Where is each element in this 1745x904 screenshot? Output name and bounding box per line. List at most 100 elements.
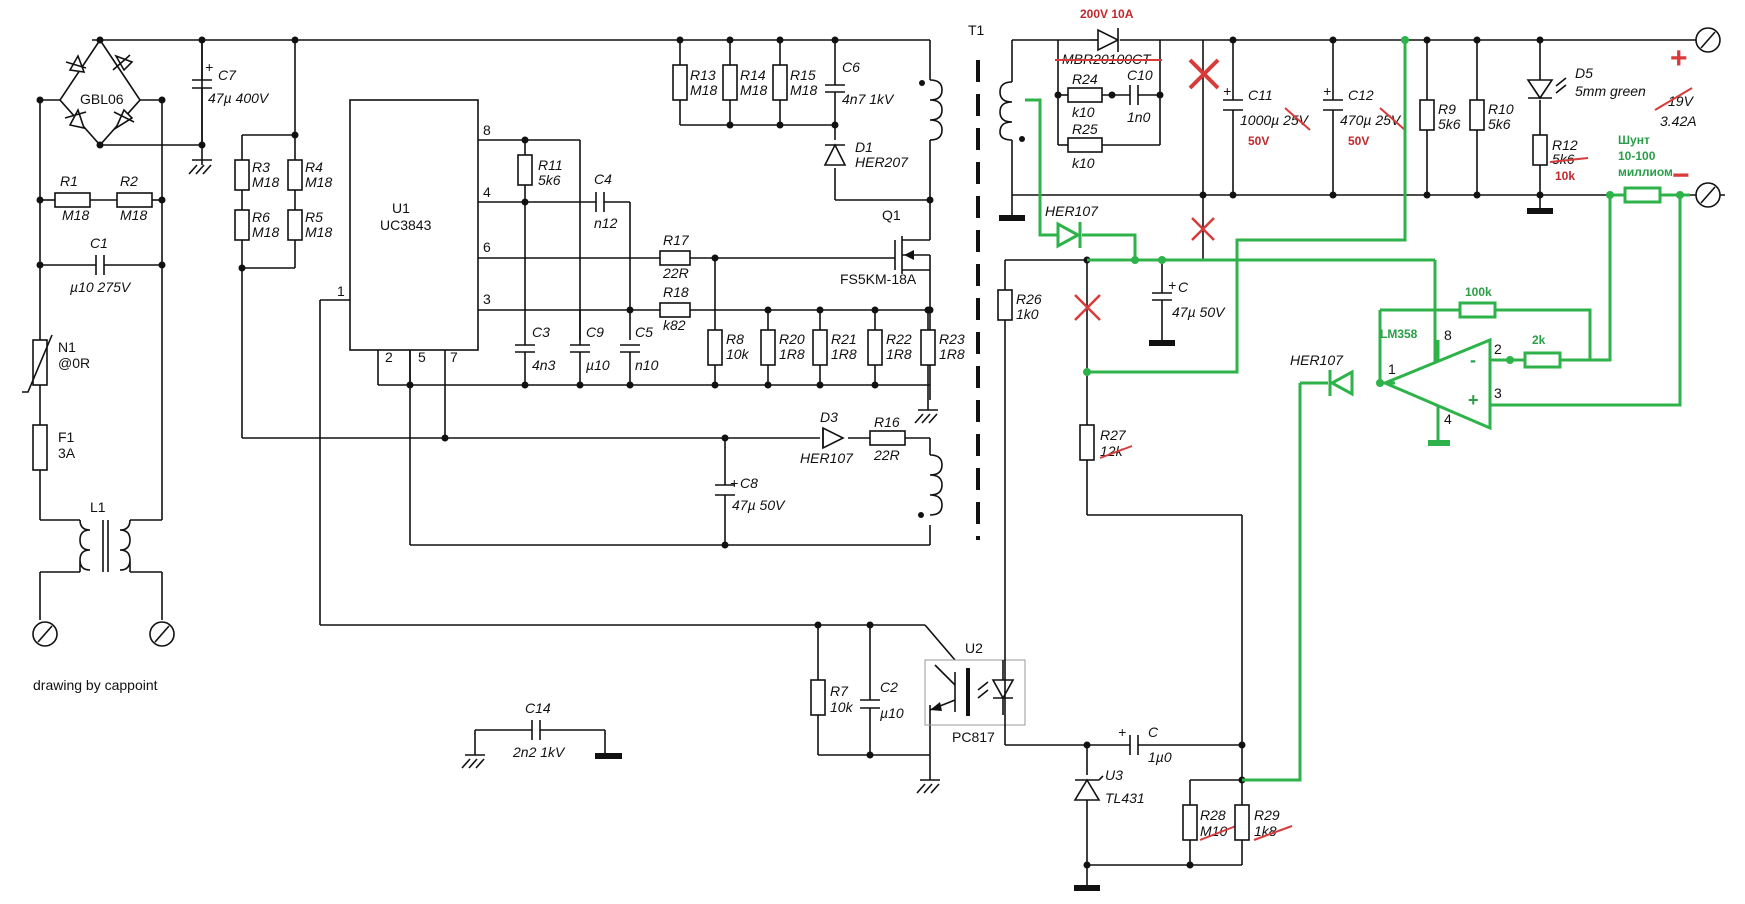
svg-text:+: + bbox=[1323, 83, 1331, 99]
u3-name: U3 bbox=[1105, 767, 1123, 783]
r22-value: 1R8 bbox=[886, 346, 912, 362]
r18-value: k82 bbox=[663, 317, 686, 333]
r27-name: R27 bbox=[1100, 427, 1127, 443]
r5-resistor: R5 M18 bbox=[287, 209, 332, 241]
ac-terminal-left[interactable] bbox=[32, 621, 58, 647]
r2-value: M18 bbox=[120, 207, 147, 223]
c11-value: 1000µ 25V bbox=[1240, 112, 1310, 128]
r18-name: R18 bbox=[663, 284, 689, 300]
r11-resistor: R11 5k6 bbox=[517, 154, 563, 188]
svg-text:+: + bbox=[730, 475, 738, 491]
r2-name: R2 bbox=[120, 173, 138, 189]
u1-pin-6: 6 bbox=[483, 239, 491, 255]
r10-resistor: R10 5k6 bbox=[1469, 99, 1514, 132]
green-junctions bbox=[1083, 36, 1684, 387]
c12-new-value: 50V bbox=[1348, 134, 1369, 148]
c6-name: C6 bbox=[842, 59, 860, 75]
r9-resistor: R9 5k6 bbox=[1419, 99, 1461, 132]
u1-name: U1 bbox=[392, 200, 410, 216]
ac-terminal-right[interactable] bbox=[149, 621, 175, 647]
d5-led: D5 5mm green bbox=[1526, 65, 1646, 100]
c8-name: C8 bbox=[740, 475, 758, 491]
u2-value: PC817 bbox=[952, 729, 995, 745]
c4-value: n12 bbox=[594, 215, 618, 231]
r16-name: R16 bbox=[874, 414, 900, 430]
r24-name: R24 bbox=[1072, 71, 1098, 87]
r22-name: R22 bbox=[886, 331, 912, 347]
r1-value: M18 bbox=[62, 207, 89, 223]
n1-name: N1 bbox=[58, 339, 76, 355]
r8-value: 10k bbox=[726, 346, 750, 362]
d1-diode: D1 HER207 bbox=[823, 139, 909, 170]
r12-value: 5k6 bbox=[1552, 151, 1575, 167]
r26-name: R26 bbox=[1016, 291, 1042, 307]
c-aux-name: C bbox=[1178, 279, 1189, 295]
q1-mosfet: Q1 FS5KM-18A bbox=[840, 207, 931, 287]
c4-name: C4 bbox=[594, 171, 612, 187]
green-modification-wires bbox=[1025, 40, 1690, 782]
r8-resistor: R8 10k bbox=[707, 329, 750, 366]
r24-resistor: R24 k10 bbox=[1067, 71, 1103, 120]
n1-value: @0R bbox=[58, 355, 90, 371]
r6-name: R6 bbox=[252, 209, 270, 225]
c4-capacitor: C4 n12 bbox=[594, 171, 618, 231]
primary-junctions bbox=[36, 36, 934, 759]
her107-b-value: HER107 bbox=[1290, 352, 1344, 368]
d3-value: HER107 bbox=[800, 450, 854, 466]
c14-name: C14 bbox=[525, 700, 551, 716]
f1-value: 3A bbox=[58, 445, 76, 461]
r3-name: R3 bbox=[252, 159, 270, 175]
output-current: 3.42A bbox=[1660, 113, 1697, 129]
r20-value: 1R8 bbox=[779, 346, 805, 362]
r9-value: 5k6 bbox=[1438, 116, 1461, 132]
r25-resistor: R25 k10 bbox=[1067, 121, 1103, 171]
lm358-pin-2: 2 bbox=[1494, 341, 1502, 357]
r100k-value: 100k bbox=[1465, 285, 1492, 299]
output-terminal-minus[interactable] bbox=[1695, 182, 1721, 208]
d1-value: HER207 bbox=[855, 154, 909, 170]
c3-capacitor: C3 4n3 bbox=[515, 324, 556, 373]
r10-name: R10 bbox=[1488, 101, 1514, 117]
t1-aux-winding bbox=[918, 454, 943, 518]
c8-value: 47µ 50V bbox=[732, 497, 786, 513]
her107-a-value: HER107 bbox=[1045, 203, 1099, 219]
r3-resistor: R3 M18 bbox=[234, 159, 279, 191]
d3-diode: D3 HER107 bbox=[800, 409, 854, 466]
removed-marker-1 bbox=[1188, 58, 1220, 90]
r21-resistor: R21 1R8 bbox=[812, 329, 857, 366]
q1-value: FS5KM-18A bbox=[840, 271, 917, 287]
c1-capacitor: C1 µ10 275V bbox=[70, 235, 132, 295]
c5-name: C5 bbox=[635, 324, 653, 340]
r6-resistor: R6 M18 bbox=[234, 209, 279, 241]
plus-symbol: + bbox=[1670, 42, 1688, 75]
r10-value: 5k6 bbox=[1488, 116, 1511, 132]
c10-value: 1n0 bbox=[1127, 109, 1151, 125]
r28-value: M10 bbox=[1200, 823, 1227, 839]
c11-name: C11 bbox=[1248, 87, 1273, 103]
c3-name: C3 bbox=[532, 324, 550, 340]
shunt-line1: Шунт bbox=[1618, 133, 1650, 147]
d5-value: 5mm green bbox=[1575, 83, 1646, 99]
shunt-line3: миллиом bbox=[1618, 165, 1673, 179]
r27-resistor: R27 12k bbox=[1079, 424, 1133, 461]
r29-value: 1k8 bbox=[1254, 823, 1277, 839]
r29-resistor: R29 1k8 bbox=[1234, 804, 1293, 841]
r15-value: M18 bbox=[790, 82, 817, 98]
r4-value: M18 bbox=[305, 174, 332, 190]
t1-secondary-winding bbox=[999, 81, 1025, 221]
c-feedback-name: C bbox=[1148, 724, 1159, 740]
lm358-pin-1: 1 bbox=[1388, 361, 1396, 377]
shunt-resistor: Шунт 10-100 миллиом bbox=[1618, 133, 1673, 204]
c11-new-value: 50V bbox=[1248, 134, 1269, 148]
t1-transformer-core: T1 bbox=[968, 22, 985, 540]
r12-resistor: R12 5k6 10k bbox=[1527, 134, 1589, 214]
r21-name: R21 bbox=[831, 331, 857, 347]
d3-name: D3 bbox=[820, 409, 838, 425]
u1-value: UC3843 bbox=[380, 217, 432, 233]
secondary-wires bbox=[1004, 39, 1725, 885]
her107-diode-b: HER107 bbox=[1290, 352, 1354, 397]
r13-resistor: R13 M18 bbox=[672, 64, 717, 101]
c-aux-value: 47µ 50V bbox=[1172, 304, 1226, 320]
output-terminal-plus[interactable] bbox=[1695, 27, 1721, 53]
r9-name: R9 bbox=[1438, 101, 1456, 117]
